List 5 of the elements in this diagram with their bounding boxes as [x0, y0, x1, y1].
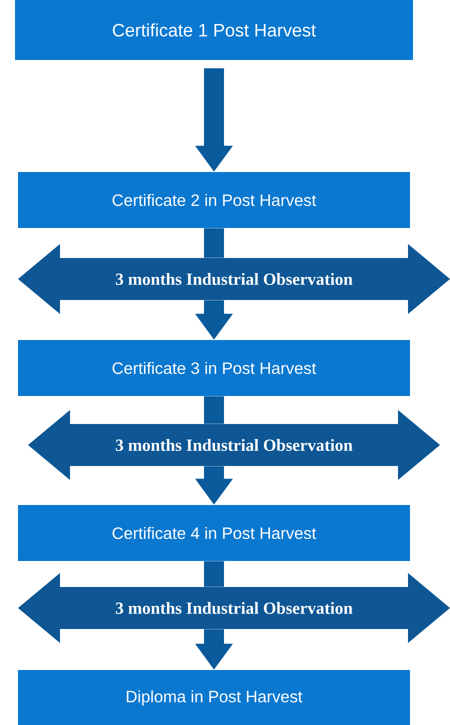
process-box: Certificate 1 Post Harvest: [15, 0, 413, 60]
process-box: Certificate 3 in Post Harvest: [18, 340, 410, 396]
process-box: Certificate 4 in Post Harvest: [18, 505, 410, 561]
process-box: Diploma in Post Harvest: [18, 670, 410, 725]
process-box: Certificate 2 in Post Harvest: [18, 172, 410, 228]
